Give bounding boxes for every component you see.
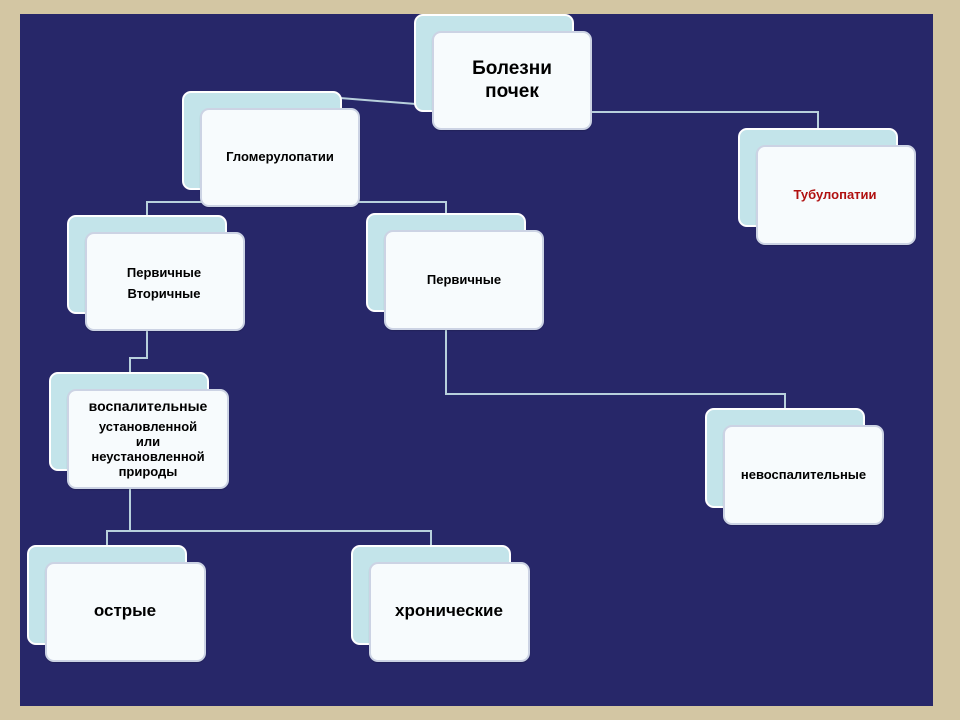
- node-front-card: [369, 562, 530, 662]
- connector-root-tubulopathies: [490, 111, 819, 132]
- node-label: Тубулопатии: [793, 187, 877, 202]
- node-label: Болезни почек: [444, 57, 580, 103]
- node-label-line: неустановленной: [91, 449, 205, 464]
- node-front-card: [723, 425, 884, 525]
- node-front-card: [200, 108, 360, 207]
- node-front-card: [45, 562, 206, 662]
- node-primary[interactable]: Первичные: [366, 213, 544, 330]
- node-label: Гломерулопатии: [226, 149, 334, 164]
- connector-inflammatory-chronic: [130, 530, 432, 548]
- connector-primsec-inflammatory: [129, 318, 148, 376]
- node-label: Первичные Вторичные: [97, 262, 231, 304]
- node-inflammatory[interactable]: воспалительные установленной или неустан…: [49, 372, 229, 489]
- node-label-line: почек: [485, 81, 539, 102]
- node-acute[interactable]: острые: [27, 545, 206, 662]
- node-primary-secondary[interactable]: Первичные Вторичные: [67, 215, 245, 331]
- node-label: хронические: [395, 601, 503, 620]
- connector-root-glomerulopathies: [339, 97, 417, 105]
- node-label-line: Первичные: [126, 265, 202, 280]
- node-label-line: установленной: [98, 419, 198, 434]
- node-label-line: Болезни: [472, 58, 552, 79]
- node-front-card: [432, 31, 592, 130]
- node-glomerulopathies[interactable]: Гломерулопатии: [182, 91, 360, 207]
- connector-inflammatory-acute: [106, 474, 131, 548]
- connector-primary-noninflammatory: [445, 328, 786, 410]
- node-label: острые: [93, 601, 157, 620]
- node-front-card: [85, 232, 245, 331]
- node-kidney-diseases[interactable]: Болезни почек: [414, 14, 592, 130]
- node-label-line: природы: [118, 464, 178, 479]
- node-label: Первичные: [426, 272, 502, 287]
- node-label-line: Вторичные: [127, 286, 201, 301]
- node-front-card: [67, 389, 229, 489]
- node-label: воспалительные установленной или неустан…: [67, 397, 229, 479]
- node-tubulopathies[interactable]: Тубулопатии: [738, 128, 916, 245]
- node-label: невоспалительные: [740, 467, 867, 482]
- node-non-inflammatory[interactable]: невоспалительные: [705, 408, 884, 525]
- node-front-card: [384, 230, 544, 330]
- node-label-title: воспалительные: [88, 398, 208, 414]
- node-front-card: [756, 145, 916, 245]
- node-chronic[interactable]: хронические: [351, 545, 530, 662]
- node-label-line: или: [135, 434, 161, 449]
